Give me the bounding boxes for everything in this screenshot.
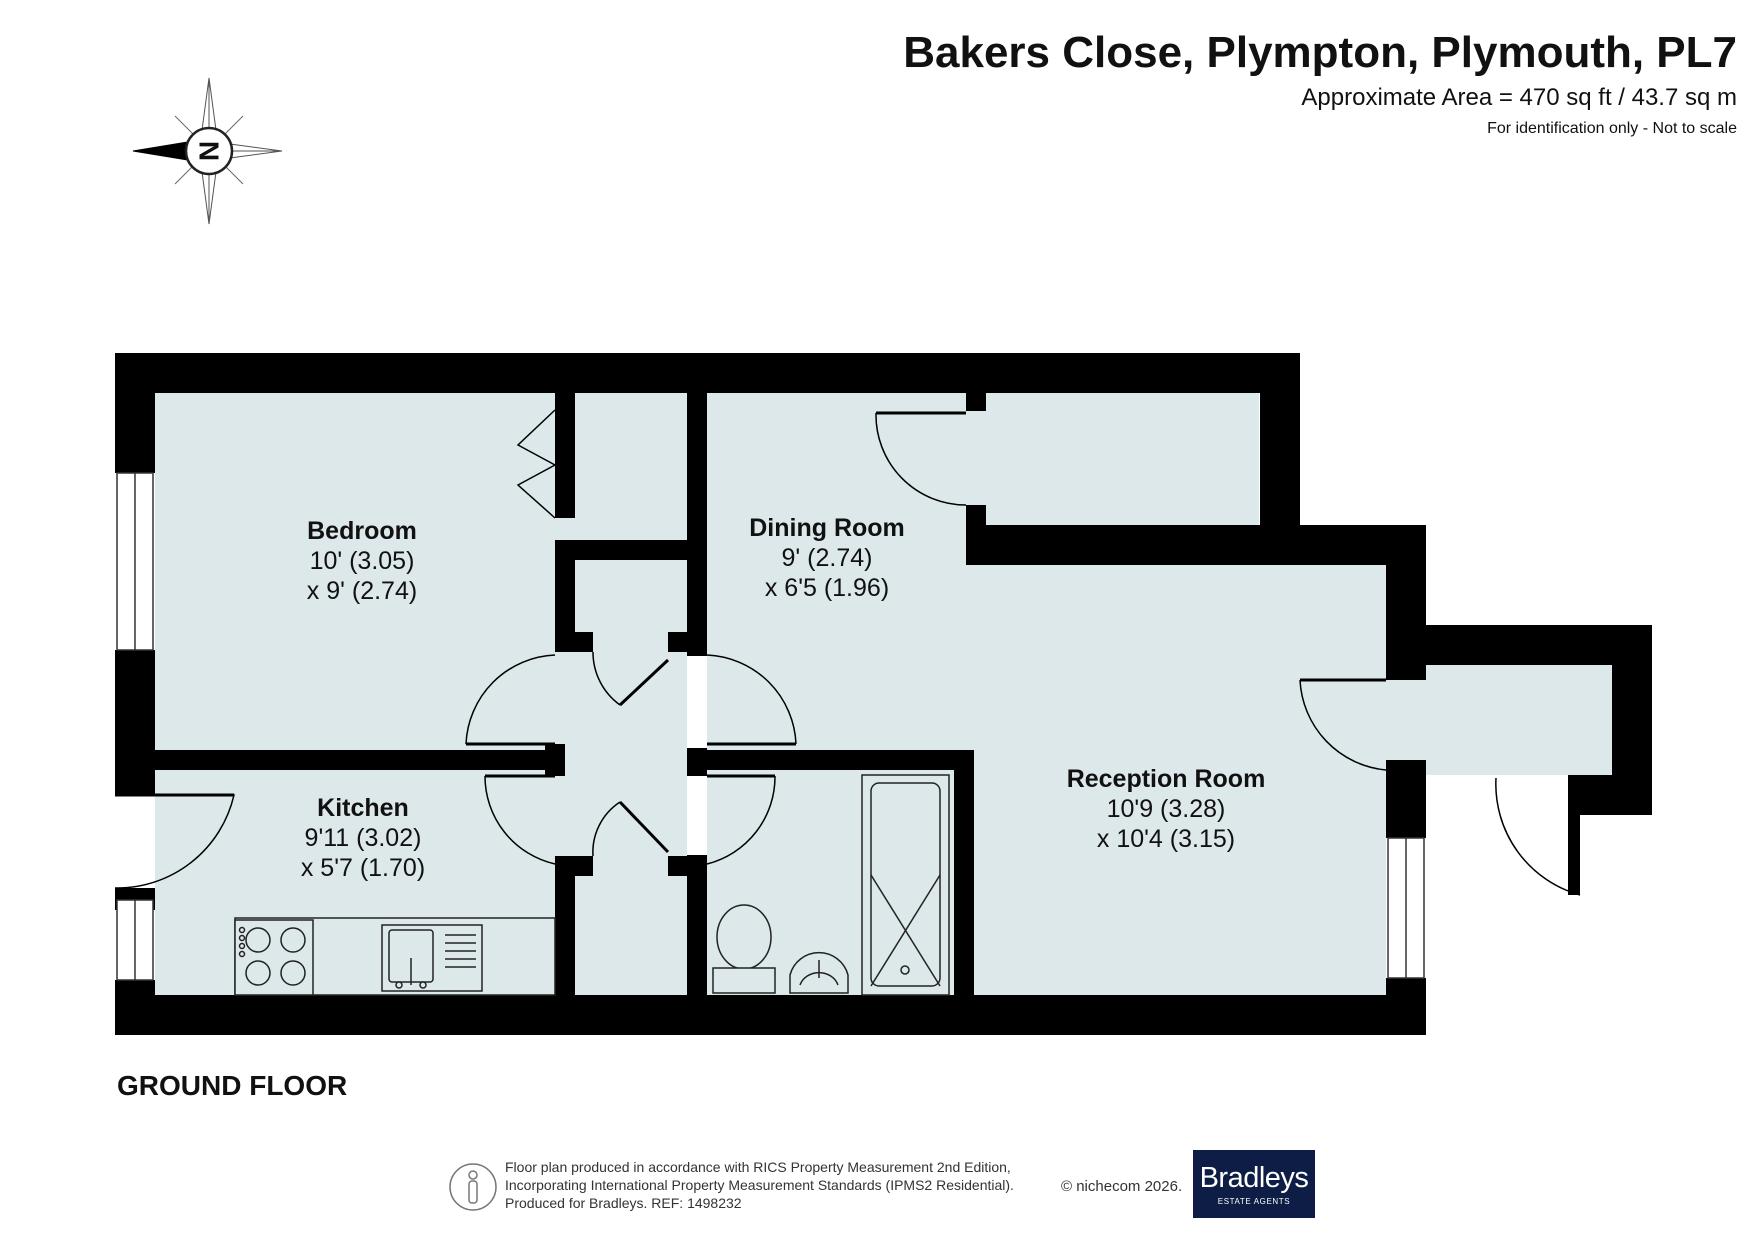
copyright: © nichecom 2026.	[1061, 1178, 1183, 1195]
wall-wardrobe-bottom	[575, 540, 687, 560]
wall-bed-hall-mid	[555, 540, 575, 648]
bathroom-fixtures	[712, 774, 950, 996]
door-wardrobe-bifold	[516, 409, 557, 519]
door-hall-bottom	[592, 801, 621, 857]
door-kitchen-external	[114, 794, 235, 889]
wall-bedroom-kitchen	[155, 750, 565, 770]
footer-line: Produced for Bradleys. REF: 1498232	[505, 1195, 742, 1211]
room-dimension: 9'11 (3.02)	[304, 824, 422, 852]
wall-left-mid	[115, 650, 155, 795]
agent-name: Bradleys	[1199, 1162, 1309, 1194]
wall-hall-dining	[687, 393, 707, 656]
rics-person-icon	[449, 1163, 497, 1211]
page-title: Bakers Close, Plympton, Plymouth, PL7	[903, 28, 1737, 77]
wall-reception-right-bottom	[1386, 978, 1426, 1035]
footer: Floor plan produced in accordance with R…	[448, 1150, 1318, 1228]
toilet-icon	[716, 904, 772, 970]
room-dimension: x 5'7 (1.70)	[300, 854, 426, 882]
compass-north-label: N	[194, 141, 225, 161]
room-name: Dining Room	[749, 514, 905, 542]
wall-cupboard-bottom	[966, 525, 1386, 565]
wardrobe-floor	[555, 393, 687, 540]
agent-subtitle: ESTATE AGENTS	[1217, 1197, 1291, 1206]
doors	[114, 409, 1581, 896]
bedroom-floor	[155, 393, 555, 750]
kitchen-fixtures	[234, 917, 556, 996]
room-dimension: 10' (3.05)	[309, 547, 415, 575]
wall-porch-bottom-left	[1386, 760, 1426, 778]
room-name: Bedroom	[307, 517, 417, 545]
agent-logo: Bradleys ESTATE AGENTS	[1193, 1150, 1315, 1218]
compass-rose-icon: N	[132, 77, 283, 225]
wall-stub-left-low	[555, 856, 593, 876]
wall-stub-right	[668, 632, 707, 652]
room-dimension: x 6'5 (1.96)	[764, 574, 890, 602]
wall-porch-bottom-stub	[1568, 775, 1580, 895]
door-cupboard	[875, 412, 967, 506]
wall-porch-top	[1386, 625, 1652, 665]
room-name: Reception Room	[1066, 765, 1266, 793]
door-bathroom	[706, 775, 776, 865]
approximate-area: Approximate Area = 470 sq ft / 43.7 sq m	[1301, 84, 1737, 111]
floor-label: GROUND FLOOR	[117, 1070, 348, 1101]
windows	[116, 472, 1425, 981]
porch-floor	[1386, 665, 1612, 775]
room-dimension: 9' (2.74)	[781, 544, 873, 572]
door-wardrobe	[592, 651, 621, 706]
room-label-kitchen: Kitchen 9'11 (3.02) x 5'7 (1.70)	[301, 793, 425, 883]
room-dimension: 10'9 (3.28)	[1106, 795, 1226, 823]
walls	[115, 353, 1652, 1035]
disclaimer: For identification only - Not to scale	[1487, 120, 1737, 137]
wall-bottom	[115, 995, 1425, 1035]
door-bedroom	[465, 654, 556, 745]
wall-porch-bottom-right	[1568, 775, 1652, 815]
wall-stub-right-low	[668, 856, 707, 876]
wall-kitchen-hall	[555, 860, 575, 995]
wall-bath-reception	[954, 750, 974, 995]
wall-top	[115, 353, 1300, 393]
wall-bed-hall-top	[555, 393, 575, 518]
wall-kitchen-door-stub	[545, 744, 565, 776]
room-label-reception: Reception Room 10'9 (3.28) x 10'4 (3.15)	[1067, 764, 1266, 854]
footer-line: Incorporating International Property Mea…	[505, 1177, 1014, 1193]
room-name: Kitchen	[317, 794, 409, 822]
door-dining	[706, 654, 797, 745]
footer-text: Floor plan produced in accordance with R…	[505, 1158, 1014, 1212]
door-kitchen	[484, 775, 556, 865]
footer-line: Floor plan produced in accordance with R…	[505, 1159, 1011, 1175]
room-label-bedroom: Bedroom 10' (3.05) x 9' (2.74)	[307, 516, 417, 606]
room-label-dining: Dining Room 9' (2.74) x 6'5 (1.96)	[749, 513, 905, 603]
room-dimension: x 9' (2.74)	[306, 577, 418, 605]
wall-stub-left	[555, 632, 593, 652]
door-front	[1495, 777, 1581, 896]
reception-floor	[974, 565, 1386, 995]
room-dimension: x 10'4 (3.15)	[1096, 825, 1236, 853]
wall-reception-right-lower	[1386, 770, 1426, 838]
wall-cupboard-left-stub	[966, 393, 986, 411]
wall-cupboard-right	[1260, 353, 1300, 565]
wall-hall-bath	[687, 855, 707, 995]
wall-dining-bath	[700, 750, 974, 770]
wall-left-upper	[115, 353, 155, 473]
